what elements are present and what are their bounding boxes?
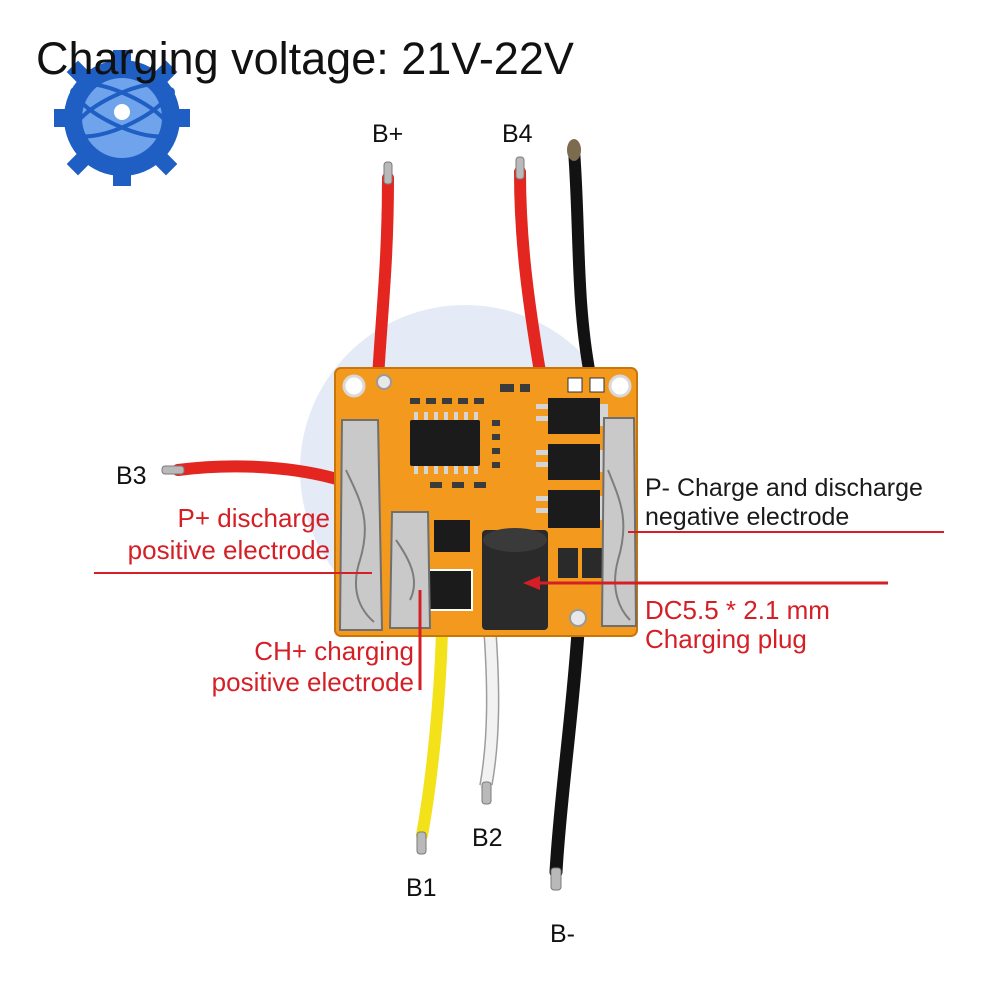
wire-label-b3: B3 <box>116 462 147 490</box>
wire-b3 <box>161 460 346 486</box>
mosfets <box>536 398 608 528</box>
wire-b-minus <box>549 625 585 891</box>
wire-label-b2: B2 <box>472 824 503 852</box>
annotation-lines <box>94 531 944 690</box>
wire-label-b-minus: B- <box>550 920 575 948</box>
wire-b-minus-top <box>567 139 596 381</box>
p-plus-label-line2: positive electrode <box>127 535 330 565</box>
p-minus-label-line1: P- Charge and discharge <box>645 474 923 502</box>
dc-plug-label-line1: DC5.5 * 2.1 mm <box>645 595 830 625</box>
wire-label-b4: B4 <box>502 120 533 148</box>
wire-b2 <box>479 626 500 805</box>
p-plus-label-line1: P+ discharge <box>177 503 330 533</box>
ch-plus-label-line2: positive electrode <box>211 667 414 697</box>
wire-label-b-plus: B+ <box>372 120 404 148</box>
wire-b1 <box>416 626 448 855</box>
wire-b4 <box>514 156 546 378</box>
terminal-clips <box>338 417 638 631</box>
dc-jack <box>482 528 548 630</box>
wire-label-b1: B1 <box>406 874 437 902</box>
pcb-board <box>334 367 638 637</box>
wire-b-plus <box>372 161 394 384</box>
charging-voltage-title: Charging voltage: 21V-22V <box>36 33 574 84</box>
p-minus-label-line2: negative electrode <box>645 503 850 531</box>
dc-plug-label-line2: Charging plug <box>645 624 807 654</box>
ch-plus-label-line1: CH+ charging <box>254 636 414 666</box>
